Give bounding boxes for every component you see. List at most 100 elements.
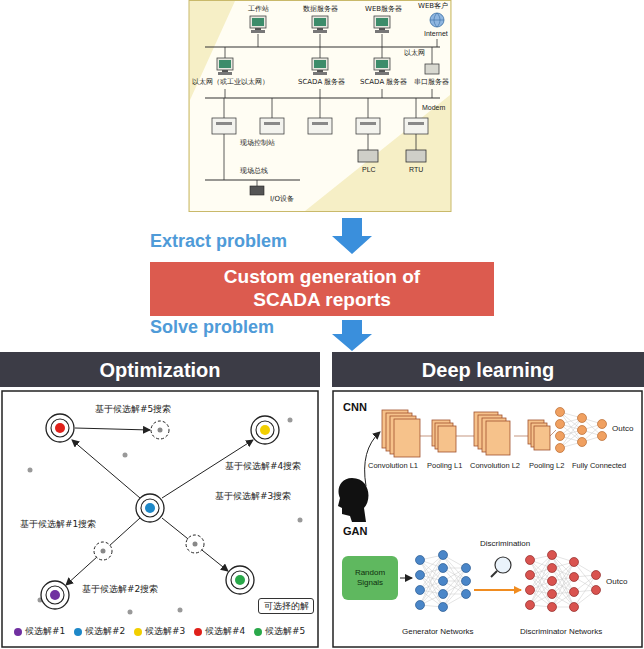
wire: [382, 34, 383, 47]
neuron: [548, 590, 557, 599]
target-ring: [251, 416, 279, 444]
neuron: [439, 603, 448, 612]
text-label: Outco: [606, 578, 627, 586]
legend-swatch: [134, 628, 142, 636]
legend-item: 候选解#1: [14, 627, 65, 636]
text-label: 以太网: [404, 50, 425, 57]
gray-point: [178, 608, 183, 613]
search-point: [158, 428, 163, 433]
neuron: [592, 571, 601, 580]
feature-map: [394, 419, 420, 457]
dashed-search-circle: [151, 421, 169, 439]
network-link: [443, 568, 466, 607]
text-label: Modem: [422, 104, 445, 111]
layer-link: [550, 430, 556, 436]
magnifier-handle: [491, 571, 497, 577]
text-label: Outco: [612, 425, 633, 433]
text-label: Extract problem: [150, 232, 287, 250]
computer-base: [313, 72, 327, 75]
io-device-icon: [250, 186, 264, 195]
target-ring: [226, 566, 254, 594]
text-label: Pooling L2: [529, 462, 564, 470]
search-arrow: [72, 440, 140, 498]
fieldbus-line: [205, 179, 300, 180]
neuron: [598, 420, 607, 429]
text-label: Convolution L2: [470, 462, 520, 470]
serial-server-icon: [425, 64, 439, 74]
computer-base: [218, 72, 232, 75]
computer-icon: [217, 58, 233, 70]
target-ring: [231, 571, 249, 589]
text-label: GAN: [343, 526, 367, 537]
problem-box: Custom generation of SCADA reports: [150, 262, 494, 316]
ethernet-bus: [205, 97, 440, 98]
neuron: [526, 571, 535, 580]
neuron: [570, 573, 579, 582]
text-label: I/O设备: [270, 196, 294, 203]
neuron: [526, 586, 535, 595]
gray-point: [288, 418, 293, 423]
neuron: [598, 432, 607, 441]
target-ring: [141, 499, 159, 517]
text-label: 以太网（或工业以太网）: [192, 79, 269, 86]
node-text: Deep learning: [422, 358, 554, 382]
computer-stand: [317, 28, 323, 30]
wire: [272, 98, 273, 118]
image-highlight: [190, 1, 450, 211]
text-label: 基于候选解#2搜索: [82, 585, 158, 594]
target-ring: [46, 586, 64, 604]
target-ring: [41, 581, 69, 609]
gray-point: [298, 518, 303, 523]
neuron: [556, 408, 565, 417]
feature-map: [438, 426, 456, 452]
target-center: [55, 423, 65, 433]
text-label: 现场总线: [240, 168, 268, 175]
neuron: [592, 586, 601, 595]
text-label: Convolution L1: [368, 462, 418, 470]
wire: [416, 134, 417, 150]
legend-item: 候选解#4: [194, 627, 245, 636]
text-label: 工作站: [248, 6, 269, 13]
network-link: [443, 555, 466, 594]
text-label: Internet: [424, 30, 448, 37]
neuron: [416, 601, 425, 610]
computer-stand: [222, 70, 228, 72]
down-arrow: [332, 320, 372, 351]
text-label: 基于候选解#3搜索: [215, 492, 291, 501]
deep-learning-panel: [333, 391, 642, 647]
target-center: [235, 575, 245, 585]
plc-icon: [358, 150, 378, 162]
neuron: [578, 426, 587, 435]
target-center: [50, 590, 60, 600]
wire: [225, 89, 226, 98]
text-label: PLC: [362, 166, 376, 173]
station-detail: [408, 122, 424, 125]
computer-screen: [376, 60, 388, 68]
signal-box: Random Signals: [342, 556, 398, 600]
text-label: 现场控制站: [240, 140, 275, 147]
neuron: [548, 577, 557, 586]
neuron: [416, 556, 425, 565]
computer-icon: [374, 58, 390, 70]
signal-arrow: [400, 578, 412, 579]
legend-item: 候选解#3: [134, 627, 185, 636]
wire: [320, 89, 321, 98]
wire: [368, 134, 369, 150]
wire: [258, 34, 259, 47]
node-text: 可选择的解: [264, 601, 309, 612]
legend-swatch: [254, 628, 262, 636]
rtu-icon: [406, 150, 426, 162]
target-ring: [51, 419, 69, 437]
neuron: [526, 556, 535, 565]
legend-text: 候选解#4: [205, 627, 245, 636]
computer-screen: [314, 18, 326, 26]
neuron: [526, 601, 535, 610]
target-ring: [136, 494, 164, 522]
section-header: Optimization: [0, 352, 320, 387]
wire: [368, 98, 369, 118]
wire: [224, 134, 225, 180]
station-detail: [360, 122, 376, 125]
wire: [432, 47, 433, 64]
wire: [225, 47, 226, 58]
search-arrow: [75, 428, 150, 430]
